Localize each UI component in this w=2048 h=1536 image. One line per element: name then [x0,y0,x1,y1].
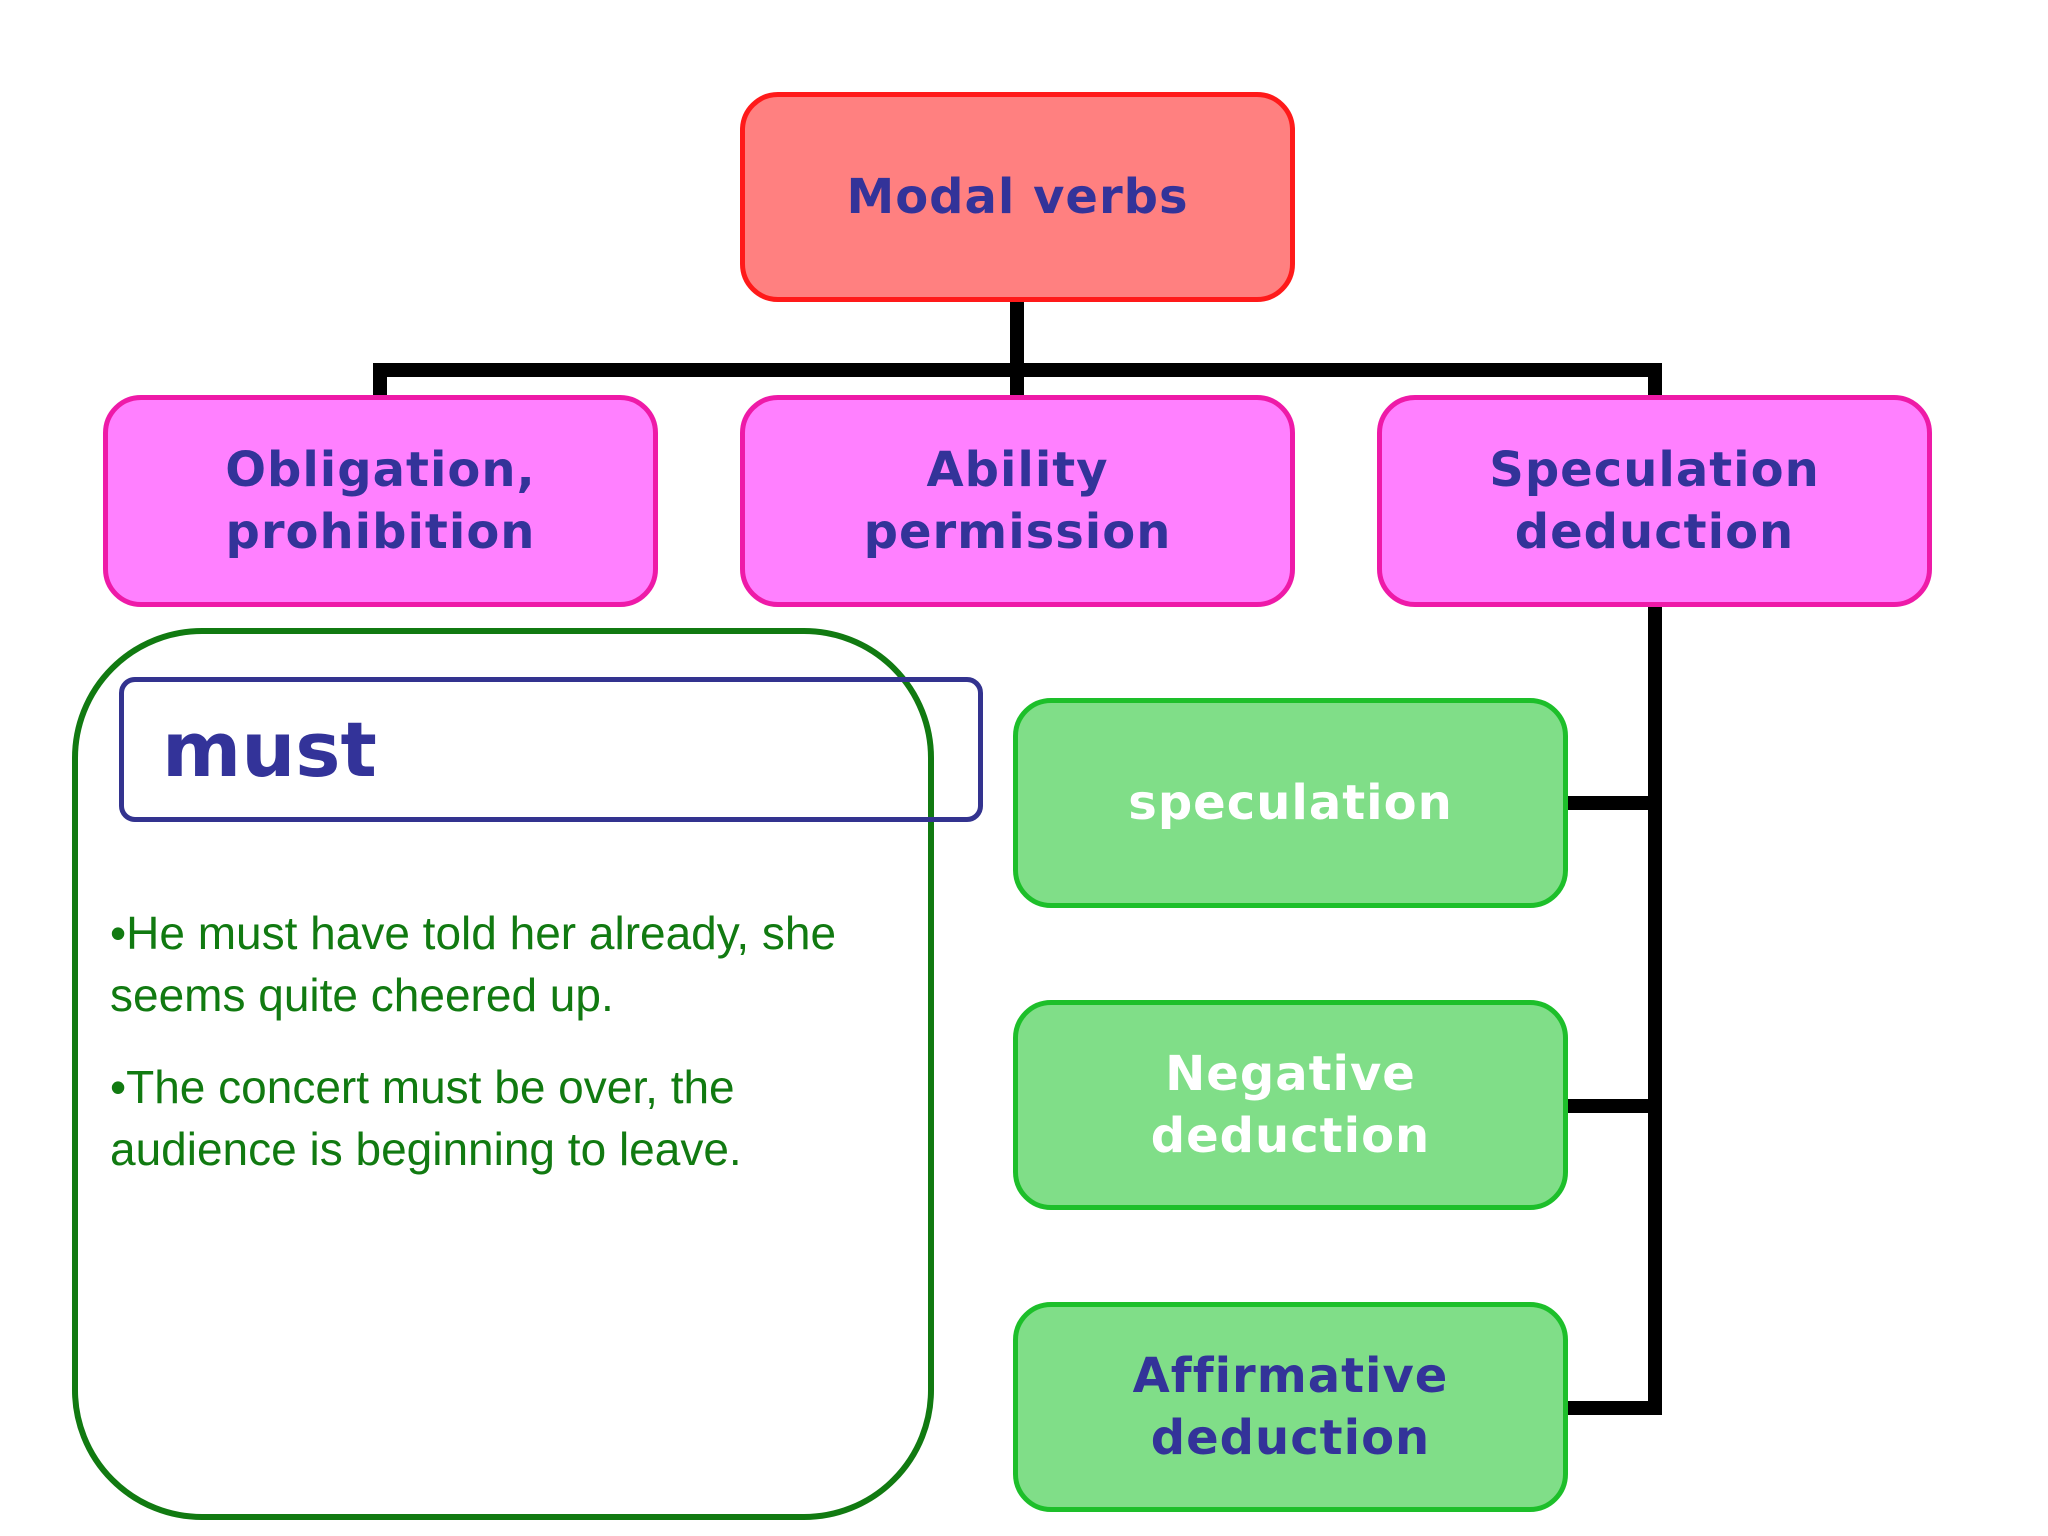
root-node-label: Modal verbs [846,169,1189,225]
category-label-speculation: Speculation deduction [1489,442,1820,560]
category-node-obligation: Obligation, prohibition [103,395,658,607]
subcategory-label-affirmative-deduction: Affirmative deduction [1132,1348,1449,1466]
category-label-obligation: Obligation, prohibition [225,442,536,560]
root-node-modal-verbs: Modal verbs [740,92,1295,302]
category-node-ability: Ability permission [740,395,1295,607]
subcategory-label-speculation: speculation [1128,775,1453,831]
subcategory-node-speculation: speculation [1013,698,1568,908]
category-node-speculation: Speculation deduction [1377,395,1932,607]
example-sentence: •The concert must be over, the audience … [110,1061,742,1175]
subcategory-node-affirmative-deduction: Affirmative deduction [1013,1302,1568,1512]
subcategory-label-negative-deduction: Negative deduction [1150,1046,1431,1164]
detail-panel [72,628,934,1520]
term-box: must [119,677,983,822]
example-list: •He must have told her already, she seem… [110,902,890,1210]
subcategory-node-negative-deduction: Negative deduction [1013,1000,1568,1210]
category-label-ability: Ability permission [863,442,1172,560]
example-sentence: •He must have told her already, she seem… [110,907,837,1021]
term-label: must [162,705,377,794]
